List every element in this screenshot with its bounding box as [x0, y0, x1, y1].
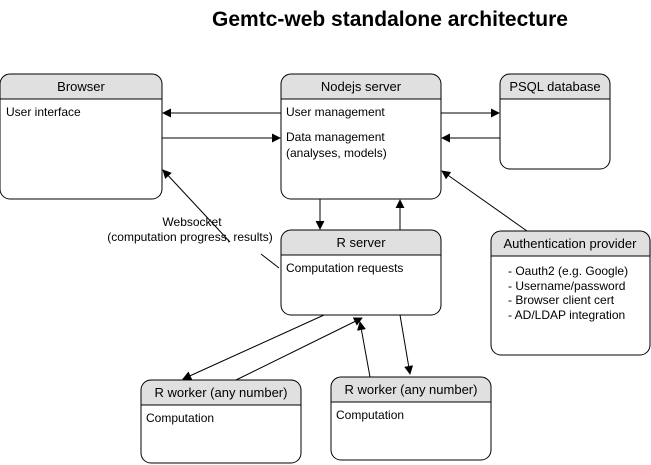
rworker2-box: [330, 376, 492, 461]
browser-header: Browser: [57, 79, 105, 94]
rserver-header: R server: [336, 235, 386, 250]
rserver-line-1: Computation requests: [286, 261, 403, 275]
auth-header: Authentication provider: [504, 236, 638, 251]
edge-rworker2-to-rserver: [357, 321, 371, 378]
rworker2-node: R worker (any number) Computation: [330, 376, 492, 461]
edge-auth-to-nodejs: [441, 170, 528, 232]
edges: [162, 108, 528, 381]
psql-header: PSQL database: [509, 79, 600, 94]
rworker1-line-1: Computation: [146, 411, 214, 425]
nodejs-line-3: (analyses, models): [286, 146, 387, 160]
rserver-box: [280, 229, 442, 316]
rworker2-header: R worker (any number): [345, 382, 478, 397]
rworker1-node: R worker (any number) Computation: [140, 379, 302, 464]
browser-header-bg: [0, 74, 162, 99]
auth-line-1: - Oauth2 (e.g. Google): [508, 264, 628, 278]
rworker2-line-1: Computation: [336, 408, 404, 422]
browser-line-1: User interface: [6, 105, 81, 119]
psql-box: [499, 73, 611, 170]
auth-line-2: - Username/password: [508, 279, 625, 293]
auth-box: [490, 230, 651, 356]
rworker1-header: R worker (any number): [155, 385, 288, 400]
websocket-label-line-2: (computation progress, results): [107, 230, 272, 244]
edge-websocket-leader: [260, 253, 280, 269]
edge-rserver-to-rworker2: [399, 314, 414, 375]
edge-rworker1-to-rserver: [235, 317, 363, 381]
nodejs-box: [280, 73, 442, 200]
auth-node: Authentication provider - Oauth2 (e.g. G…: [490, 230, 651, 356]
nodejs-node: Nodejs server User management Data manag…: [280, 73, 442, 200]
browser-node: Browser User interface: [0, 73, 163, 200]
websocket-label-line-1: Websocket: [162, 215, 222, 229]
rserver-node: R server Computation requests: [280, 229, 442, 316]
diagram-title: Gemtc-web standalone architecture: [212, 8, 568, 31]
rworker1-header-bg: [141, 380, 301, 405]
psql-node: PSQL database: [499, 73, 611, 170]
edge-websocket-to-browser: [162, 169, 231, 243]
auth-line-3: - Browser client cert: [508, 293, 615, 307]
nodejs-header-bg: [281, 74, 441, 99]
auth-header-bg: [491, 231, 651, 256]
rworker2-header-bg: [331, 377, 491, 402]
rworker1-box: [140, 379, 302, 464]
nodejs-line-2: Data management: [286, 130, 385, 144]
rserver-header-bg: [281, 230, 441, 255]
edge-rserver-to-rworker1: [182, 314, 325, 380]
nodejs-header: Nodejs server: [321, 79, 402, 94]
browser-box: [0, 73, 163, 200]
nodejs-line-1: User management: [286, 105, 385, 119]
psql-header-bg: [500, 74, 610, 99]
auth-line-4: - AD/LDAP integration: [508, 308, 625, 322]
